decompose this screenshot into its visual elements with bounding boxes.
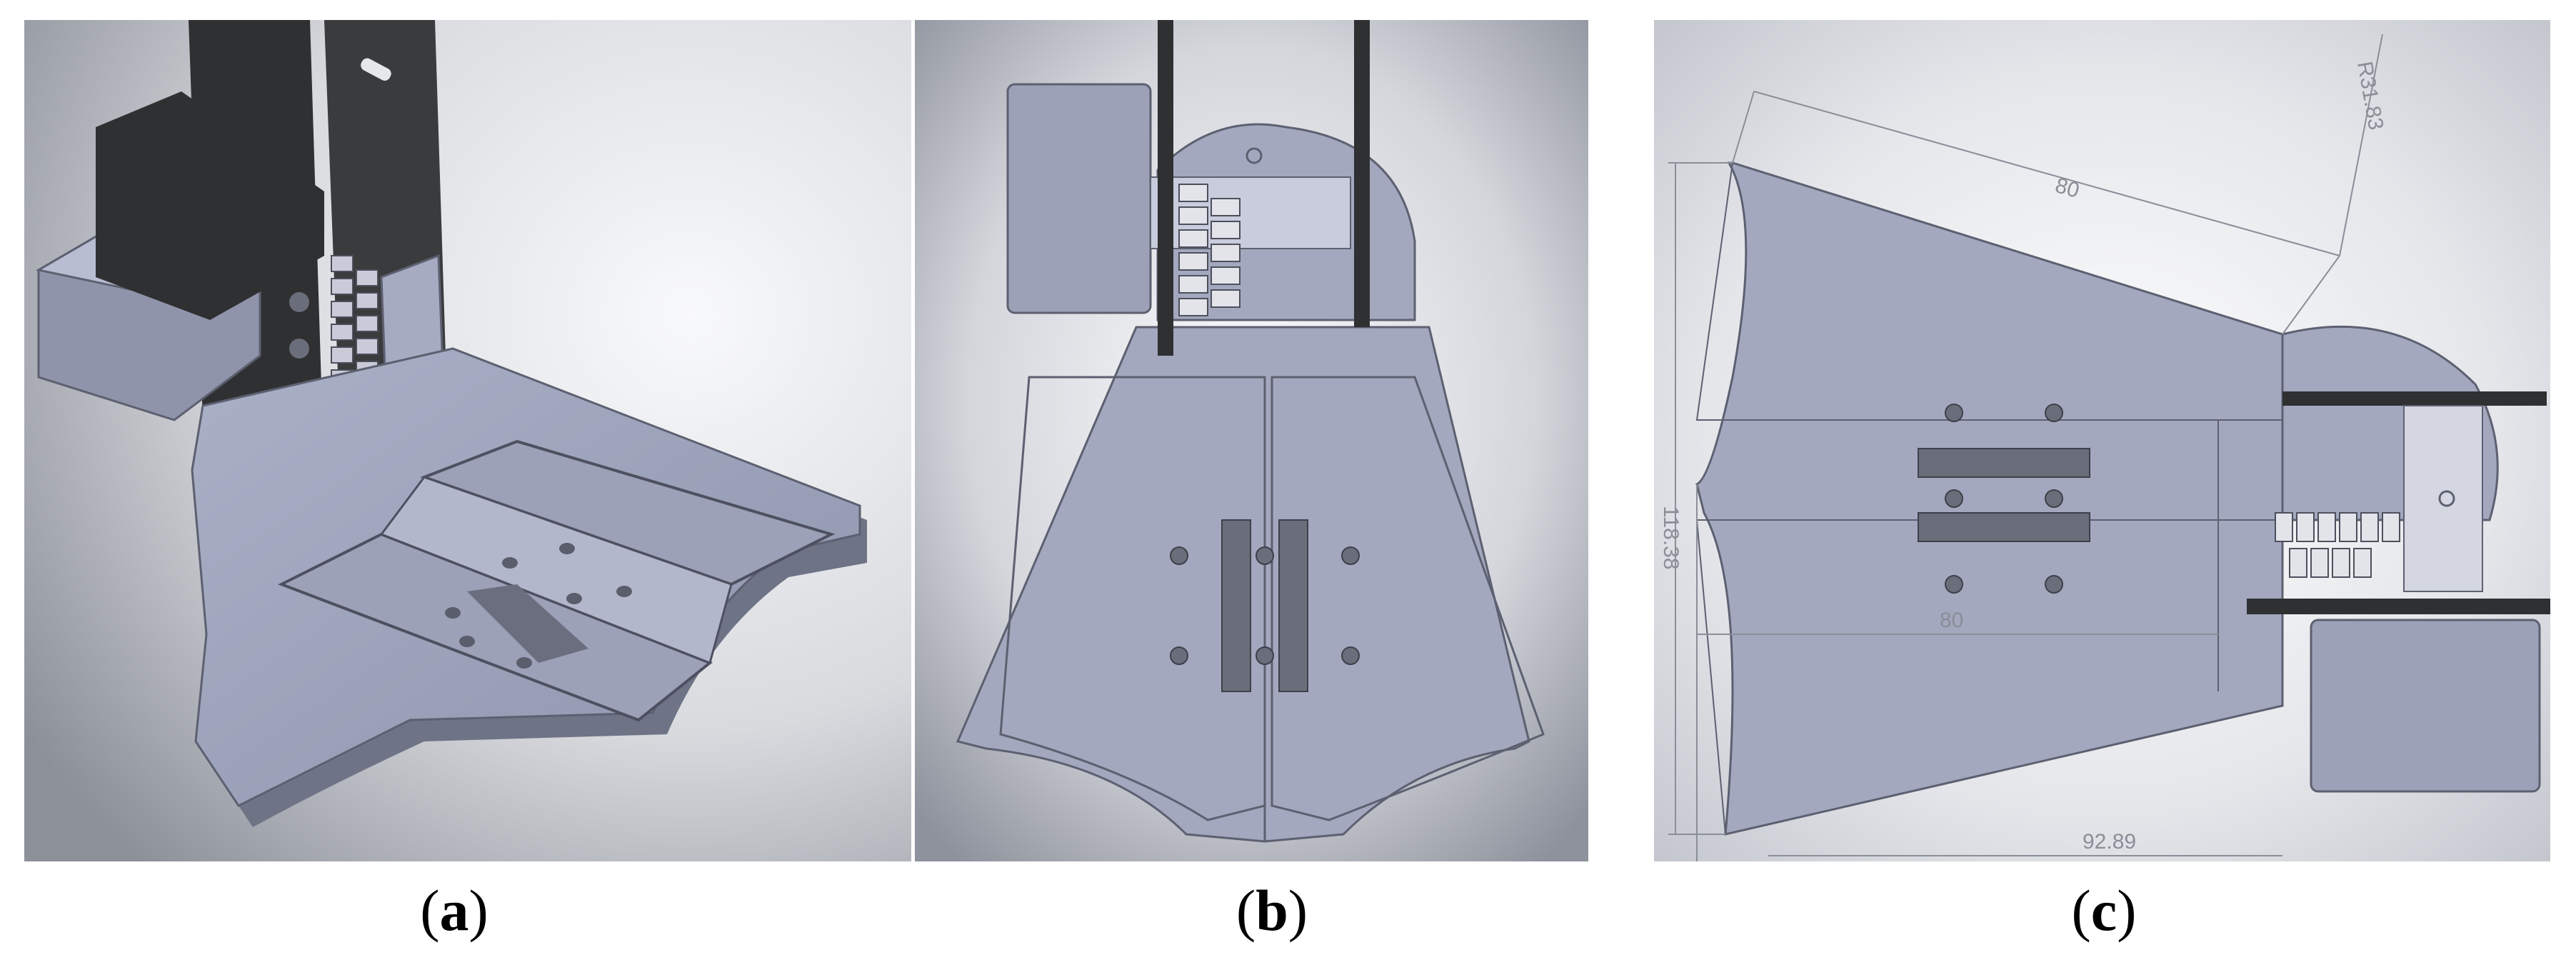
caption-c-letter: c xyxy=(2090,878,2118,943)
isometric-drawing xyxy=(24,20,911,861)
mounting-holes xyxy=(1170,546,1360,665)
dimension-lines xyxy=(1668,34,2383,861)
upper-dark-plate xyxy=(2282,391,2547,406)
inner-edge xyxy=(2217,419,2282,691)
plate-slot xyxy=(361,58,391,81)
panel-a-isometric-view xyxy=(24,20,911,861)
center-slot xyxy=(467,584,588,663)
servo-motor xyxy=(2310,619,2541,793)
dim-inner-length: 80 xyxy=(1940,609,1963,632)
mounting-holes xyxy=(1945,404,2063,594)
right-tray-outline xyxy=(1271,376,1545,821)
lower-dark-plate xyxy=(2247,599,2550,614)
mount-hole xyxy=(289,339,309,359)
left-slot xyxy=(1221,519,1251,692)
dim-height: 118.38 xyxy=(1659,506,1683,570)
caption-a: (a) xyxy=(420,878,488,943)
top-view-drawing xyxy=(915,20,1588,861)
gear-teeth xyxy=(1178,184,1241,316)
right-slot xyxy=(1278,519,1308,692)
left-tray-outline xyxy=(999,376,1266,821)
left-dark-plate xyxy=(1158,20,1173,356)
center-rail xyxy=(379,476,733,665)
servo-motor xyxy=(1006,83,1152,314)
lower-slot xyxy=(1918,512,2090,542)
gear-housing xyxy=(2403,405,2483,592)
pivot-hole xyxy=(1246,147,1263,164)
caption-c: (c) xyxy=(2071,878,2137,943)
caption-a-letter: a xyxy=(439,878,469,943)
caption-b-letter: b xyxy=(1256,878,1288,943)
mounting-holes xyxy=(445,543,632,669)
mount-bracket xyxy=(96,91,324,320)
mount-hole xyxy=(289,292,309,312)
dimensioned-drawing: 80 R31.83 118.38 80 92.89 xyxy=(1654,20,2550,861)
main-plate xyxy=(1695,161,2284,836)
upper-slot xyxy=(1918,448,2090,478)
caption-b: (b) xyxy=(1236,878,1308,943)
pivot-hole xyxy=(2438,490,2455,507)
gear-teeth xyxy=(2275,512,2400,578)
panel-b-top-view xyxy=(915,20,1588,861)
dim-bottom-length: 92.89 xyxy=(2083,830,2136,854)
right-dark-plate xyxy=(1354,20,1370,327)
panel-c-dimensioned-view: 80 R31.83 118.38 80 92.89 xyxy=(1654,20,2550,861)
